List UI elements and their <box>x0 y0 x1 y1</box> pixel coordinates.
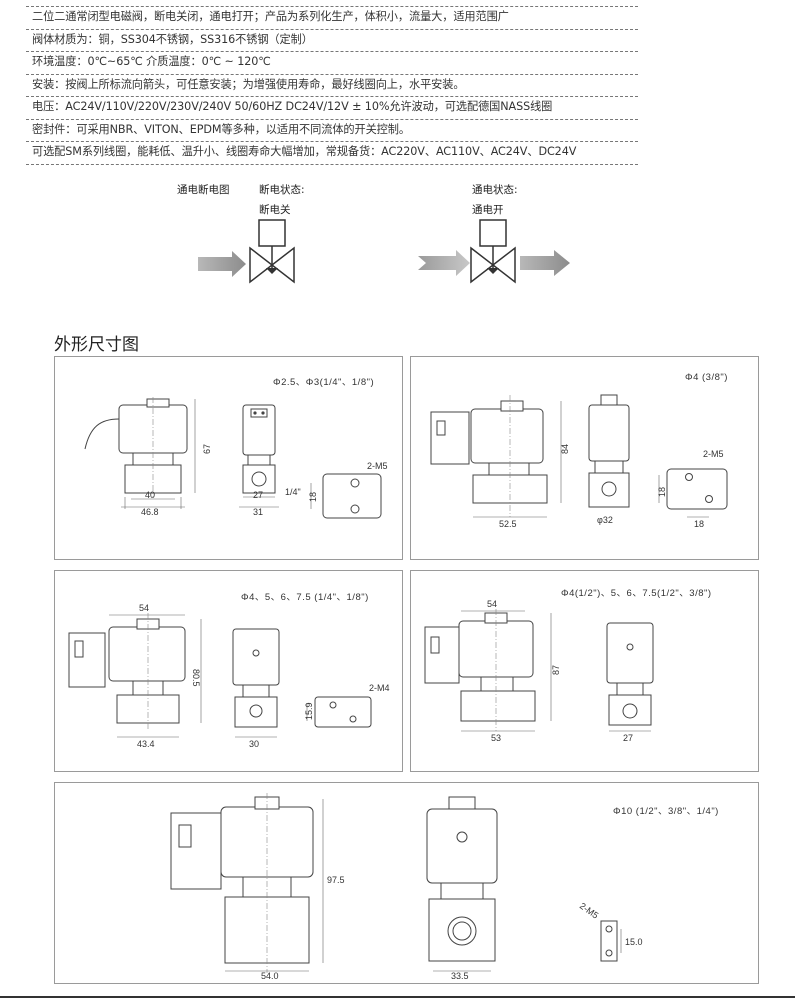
spec-list: 二位二通常闭型电磁阀，断电关闭，通电打开；产品为系列化生产，体积小，流量大，适用… <box>26 6 638 165</box>
spec-line: 密封件：可采用NBR、VITON、EPDM等多种，以适用不同流体的开关控制。 <box>26 120 638 142</box>
dim-width: 54.0 <box>261 971 279 981</box>
dim-port: 1/4" <box>285 487 301 497</box>
valve-drawing: 54 43.4 80.5 30 15.9 2-M4 <box>68 603 390 749</box>
panel-caption: Φ4 (3/8") <box>685 372 728 383</box>
dim-diameter: φ32 <box>597 515 613 525</box>
on-state-label: 通电状态: <box>472 184 518 196</box>
dim-side-b: 31 <box>253 507 263 517</box>
dim-spacing: 18 <box>694 519 704 529</box>
dim-height: 97.5 <box>327 875 345 885</box>
dim-height: 87 <box>551 665 561 675</box>
valve-drawing: 54 53 87 27 <box>424 599 654 743</box>
on-state-value: 通电开 <box>472 204 504 216</box>
valve-symbols <box>198 219 570 284</box>
dim-side: 33.5 <box>451 971 469 981</box>
dim-width: 53 <box>491 733 501 743</box>
inflow-arrow-icon <box>418 250 470 276</box>
dim-screw: 2-M5 <box>703 449 724 459</box>
dim-screw: 2-M5 <box>578 901 601 921</box>
closed-valve-symbol <box>198 219 295 284</box>
dim-width: 43.4 <box>137 739 155 749</box>
spec-line: 环境温度：0℃~65℃ 介质温度：0℃ ~ 120℃ <box>26 52 638 75</box>
dimension-panel-4: Φ4(1/2")、5、6、7.5(1/2"、3/8") 54 53 87 27 <box>410 570 759 772</box>
valve-drawing: 52.5 84 φ32 18 18 2-M5 <box>430 394 728 529</box>
dim-port-h: 15.9 <box>304 702 314 720</box>
open-valve-symbol <box>418 219 570 284</box>
spec-line: 安装：按阀上所标流向箭头，可任意安装；为增强使用寿命，最好线圈向上，水平安装。 <box>26 75 638 97</box>
dimension-panel-3: Φ4、5、6、7.5 (1/4"、1/8") 54 43.4 80.5 30 1… <box>54 570 403 772</box>
spec-line: 阀体材质为：铜，SS304不锈钢，SS316不锈钢（定制） <box>26 30 638 52</box>
dim-port-h: 18 <box>657 487 667 497</box>
off-state-value: 断电关 <box>259 204 291 216</box>
dim-side-a: 27 <box>253 490 263 500</box>
dimension-panel-5: Φ10 (1/2"、3/8"、1/4") 54.0 97.5 33.5 15.0… <box>54 782 759 984</box>
dim-width-a: 40 <box>145 490 155 500</box>
off-state-label: 断电状态: <box>259 184 305 196</box>
valve-drawing: 40 46.8 67 27 31 1/4" 18 2-M5 <box>84 397 388 519</box>
dim-top: 54 <box>139 603 149 613</box>
dim-screw: 2-M4 <box>369 683 390 693</box>
flow-title: 通电断电图 <box>177 184 230 196</box>
dim-width-b: 46.8 <box>141 507 159 517</box>
panel-caption: Φ4(1/2")、5、6、7.5(1/2"、3/8") <box>561 588 712 599</box>
dim-port-h: 15.0 <box>625 937 643 947</box>
outflow-arrow-icon <box>520 250 570 276</box>
dimension-panel-1: Φ2.5、Φ3(1/4"、1/8") 40 46.8 67 27 31 1/4" <box>54 356 403 560</box>
spec-line: 二位二通常闭型电磁阀，断电关闭，通电打开；产品为系列化生产，体积小，流量大，适用… <box>26 6 638 30</box>
section-title: 外形尺寸图 <box>54 335 139 355</box>
flow-diagram: 通电断电图 断电状态: 断电关 通电状态: 通电开 <box>0 170 795 300</box>
dim-top: 54 <box>487 599 497 609</box>
dimension-panel-2: Φ4 (3/8") 52.5 84 φ32 18 18 2-M5 <box>410 356 759 560</box>
dim-height: 84 <box>560 444 570 454</box>
dim-screw: 2-M5 <box>367 461 388 471</box>
valve-drawing: 54.0 97.5 33.5 15.0 2-M5 <box>170 793 643 981</box>
inflow-arrow-icon <box>198 251 246 277</box>
dim-height: 80.5 <box>191 669 201 687</box>
panel-caption: Φ10 (1/2"、3/8"、1/4") <box>613 806 719 817</box>
bottom-rule <box>0 996 795 998</box>
dim-side: 27 <box>623 733 633 743</box>
spec-line: 可选配SM系列线圈，能耗低、温升小、线圈寿命大幅增加，常规备货：AC220V、A… <box>26 142 638 165</box>
dim-port-h: 18 <box>308 492 318 502</box>
spec-line: 电压：AC24V/110V/220V/230V/240V 50/60HZ DC2… <box>26 97 638 120</box>
panel-caption: Φ2.5、Φ3(1/4"、1/8") <box>273 377 375 388</box>
dim-width: 52.5 <box>499 519 517 529</box>
dim-side: 30 <box>249 739 259 749</box>
dim-height: 67 <box>202 444 212 454</box>
panel-caption: Φ4、5、6、7.5 (1/4"、1/8") <box>241 592 369 603</box>
